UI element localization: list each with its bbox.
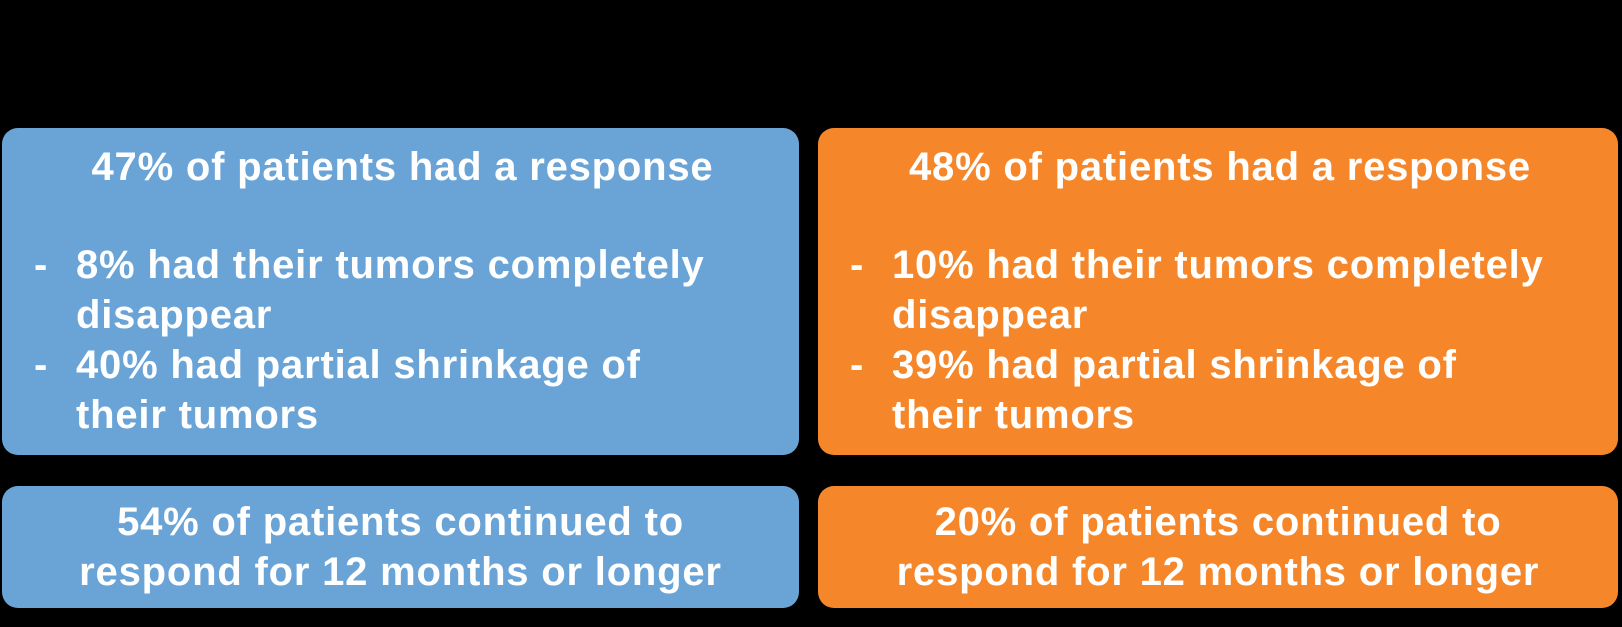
response-box-blue: 47% of patients had a response - 8% had … (2, 128, 799, 455)
duration-box-orange: 20% of patients continued to respond for… (818, 486, 1618, 608)
duration-box-blue: 54% of patients continued to respond for… (2, 486, 799, 608)
text-line: 20% of patients continued to (934, 500, 1502, 544)
bullet-dash: - (34, 343, 49, 387)
bullet-dash: - (34, 243, 49, 287)
text-line: 40% had partial shrinkage of (76, 343, 641, 387)
response-heading: 48% of patients had a response (909, 145, 1531, 189)
text-line: their tumors (892, 393, 1135, 437)
text-line: 39% had partial shrinkage of (892, 343, 1457, 387)
text-line: disappear (76, 293, 273, 337)
bullet-dash: - (850, 243, 865, 287)
text-line: their tumors (76, 393, 319, 437)
response-box-orange: 48% of patients had a response - 10% had… (818, 128, 1618, 455)
text-line: disappear (892, 293, 1089, 337)
text-line: 8% had their tumors completely (76, 243, 705, 287)
bullet-item: - 10% had their tumors completely disapp… (842, 240, 1598, 340)
text-line: respond for 12 months or longer (79, 550, 722, 594)
bullet-item: - 39% had partial shrinkage of their tum… (842, 340, 1598, 440)
text-line: 54% of patients continued to (117, 500, 684, 544)
bullet-item: - 40% had partial shrinkage of their tum… (26, 340, 779, 440)
bullet-dash: - (850, 343, 865, 387)
bullet-item: - 8% had their tumors completely disappe… (26, 240, 779, 340)
response-heading: 47% of patients had a response (91, 145, 714, 189)
text-line: respond for 12 months or longer (896, 550, 1540, 594)
text-line: 10% had their tumors completely (892, 243, 1544, 287)
